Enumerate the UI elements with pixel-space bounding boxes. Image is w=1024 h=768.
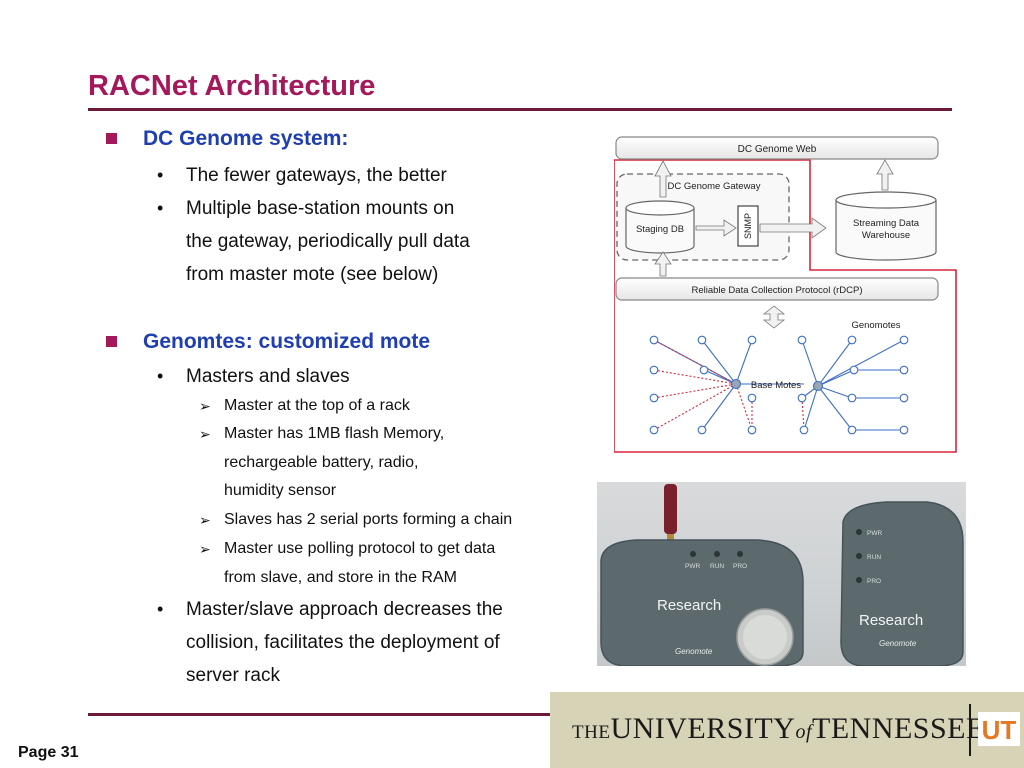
footer-divider: [88, 713, 553, 716]
rdcp-box: [615, 277, 939, 301]
model-label-left: Genomote: [675, 647, 713, 656]
university-banner: THEUNIVERSITYofTENNESSEE UT: [550, 692, 1024, 768]
university-wordmark: THEUNIVERSITYofTENNESSEE: [572, 712, 985, 746]
led-label: RUN: [867, 554, 881, 561]
list-item: collision, facilitates the deployment of: [186, 632, 500, 653]
dc-genome-web-box: [615, 136, 939, 160]
mote-network: [649, 335, 909, 435]
page-number: Page 31: [18, 744, 79, 761]
round-bullet-icon: •: [157, 599, 164, 619]
snmp-box: [737, 205, 759, 247]
arrow-bullet-icon: ➢: [199, 512, 211, 528]
red-frame: [613, 159, 957, 453]
snmp-label: SNMP: [743, 213, 753, 239]
list-item: Master has 1MB flash Memory,: [224, 425, 445, 442]
round-bullet-icon: •: [157, 198, 164, 218]
round-bullet-icon: •: [157, 366, 164, 386]
arrow-right-icon: [759, 217, 827, 239]
list-item: Master use polling protocol to get data: [224, 540, 496, 557]
led-label: RUN: [710, 563, 724, 570]
warehouse-cylinder: [835, 191, 937, 261]
list-item: rechargeable battery, radio,: [224, 454, 419, 471]
led-label: PRO: [733, 563, 747, 570]
led-label: PWR: [867, 530, 882, 537]
square-bullet-icon: [106, 336, 117, 347]
list-item: Slaves has 2 serial ports forming a chai…: [224, 511, 513, 528]
warehouse-label-line2: Warehouse: [862, 230, 910, 241]
arrow-bullet-icon: ➢: [199, 398, 211, 414]
wordmark-the: THE: [572, 722, 611, 743]
arrow-up-icon: [654, 160, 672, 198]
bullet-list: DC Genome system: • The fewer gateways, …: [106, 127, 513, 686]
banner-separator: [969, 704, 971, 756]
genomote-photo: PWR RUN PRO Research Genomote PWR RUN PR…: [597, 482, 966, 666]
list-item: humidity sensor: [224, 482, 337, 499]
arrow-up-icon: [876, 159, 894, 191]
square-bullet-icon: [106, 133, 117, 144]
arrow-right-icon: [695, 219, 737, 237]
arrow-bullet-icon: ➢: [199, 541, 211, 557]
led-label: PWR: [685, 563, 700, 570]
ut-logo-icon: UT: [978, 712, 1020, 746]
led-label: PRO: [867, 578, 881, 585]
list-item: from slave, and store in the RAM: [224, 569, 457, 586]
arrow-up-icon: [654, 251, 672, 277]
brand-research-left: Research: [657, 597, 721, 614]
slide-title: RACNet Architecture: [88, 70, 376, 102]
architecture-diagram: DC Genome Web DC Genome Gateway Staging …: [613, 134, 958, 454]
slave-device: [840, 501, 964, 666]
section2-heading: Genomtes: customized mote: [143, 330, 431, 353]
arrow-bullet-icon: ➢: [199, 426, 211, 442]
rdcp-label: Reliable Data Collection Protocol (rDCP): [691, 285, 862, 296]
wordmark-university: UNIVERSITY: [610, 712, 796, 745]
list-item: server rack: [186, 665, 280, 686]
list-item: the gateway, periodically pull data: [186, 231, 470, 252]
brand-research-right: Research: [859, 612, 923, 629]
title-divider: [88, 108, 952, 111]
svg-text:UT: UT: [982, 715, 1017, 745]
list-item: Masters and slaves: [186, 366, 350, 387]
bidirectional-arrow-icon: [762, 305, 786, 329]
staging-db-label: Staging DB: [636, 224, 684, 235]
list-item: from master mote (see below): [186, 264, 439, 285]
wordmark-of: of: [795, 721, 812, 743]
warehouse-label-line1: Streaming Data: [853, 218, 920, 229]
list-item: Multiple base-station mounts on: [186, 198, 455, 219]
list-item: Master at the top of a rack: [224, 397, 410, 414]
antenna-icon: [664, 484, 677, 534]
section1-heading: DC Genome system:: [143, 127, 349, 150]
list-item: Master/slave approach decreases the: [186, 599, 503, 620]
genomotes-label: Genomotes: [851, 320, 900, 331]
gateway-label: DC Genome Gateway: [668, 181, 761, 192]
base-motes-label: Base Motes: [751, 380, 801, 391]
staging-db-cylinder: [625, 200, 695, 254]
round-bullet-icon: •: [157, 165, 164, 185]
wordmark-tennessee: TENNESSEE: [812, 712, 985, 745]
dc-genome-web-label: DC Genome Web: [738, 144, 817, 155]
list-item: The fewer gateways, the better: [186, 165, 447, 186]
model-label-right: Genomote: [879, 639, 917, 648]
